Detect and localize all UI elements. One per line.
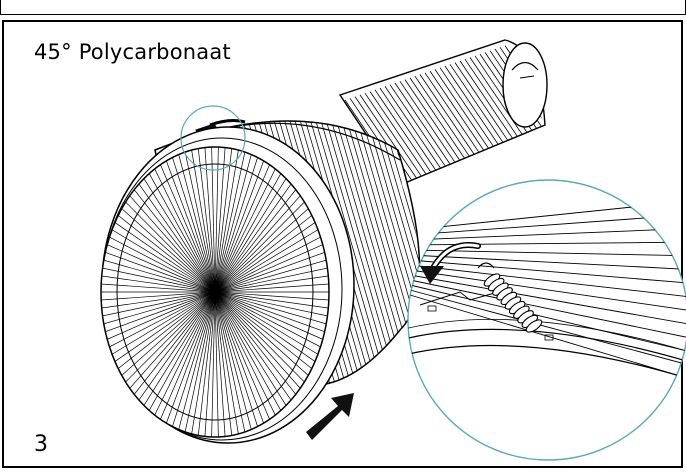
push-arrow-icon: [306, 393, 354, 440]
front-lens: [100, 146, 330, 438]
instruction-title: 45° Polycarbonaat: [34, 40, 231, 64]
step-number: 3: [34, 432, 48, 457]
spring-detail-icon: [407, 179, 686, 461]
highlight-circle: [180, 105, 246, 171]
rotate-arrow-icon: [420, 242, 481, 284]
